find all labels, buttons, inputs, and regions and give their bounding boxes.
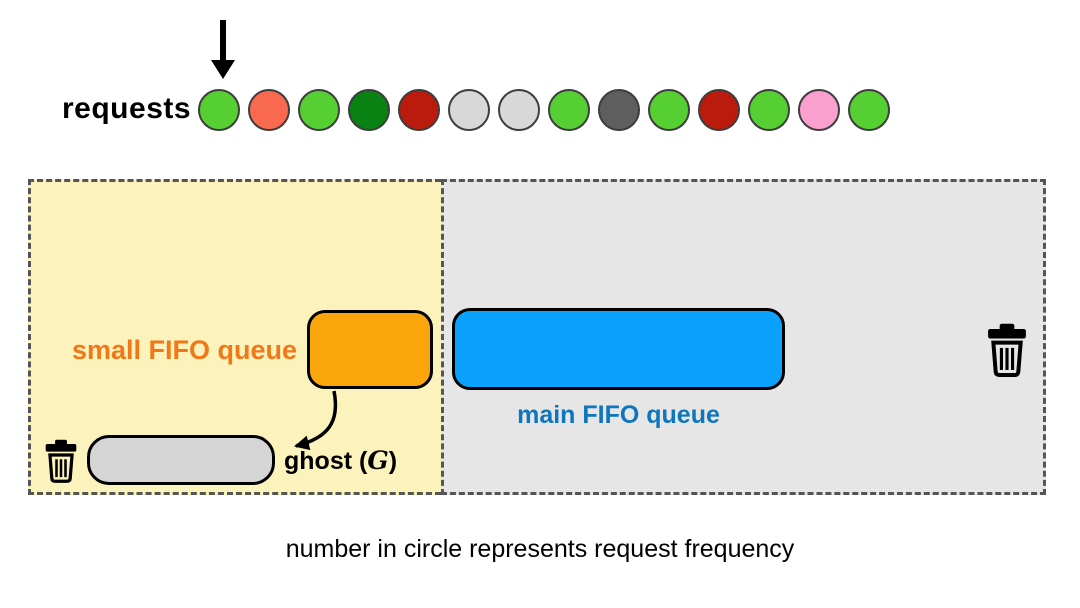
request-circle (498, 89, 540, 131)
small-fifo-queue-rect (307, 310, 433, 389)
request-circle (248, 89, 290, 131)
request-circle (798, 89, 840, 131)
request-circle (848, 89, 890, 131)
request-circle (748, 89, 790, 131)
ghost-queue-label: ghost (G) (284, 446, 397, 476)
ghost-queue-rect (87, 435, 275, 485)
trash-can-icon (45, 439, 77, 483)
ghost-symbol: G (367, 446, 389, 475)
request-circle (398, 89, 440, 131)
caption: number in circle represents request freq… (285, 535, 795, 563)
ghost-label-suffix: ) (388, 447, 398, 475)
ghost-label-prefix: ghost ( (284, 447, 368, 475)
trash-can-icon (988, 323, 1026, 377)
request-circle (648, 89, 690, 131)
request-stream (198, 89, 890, 131)
request-circle (548, 89, 590, 131)
request-circle (448, 89, 490, 131)
main-fifo-queue-label: main FIFO queue (517, 401, 720, 429)
request-circle (348, 89, 390, 131)
request-circle (698, 89, 740, 131)
main-fifo-queue-rect (452, 308, 785, 390)
request-circle (598, 89, 640, 131)
requests-label: requests (62, 92, 192, 125)
down-arrow-icon (211, 20, 235, 79)
request-circle (198, 89, 240, 131)
small-fifo-queue-label: small FIFO queue (72, 335, 298, 365)
request-circle (298, 89, 340, 131)
